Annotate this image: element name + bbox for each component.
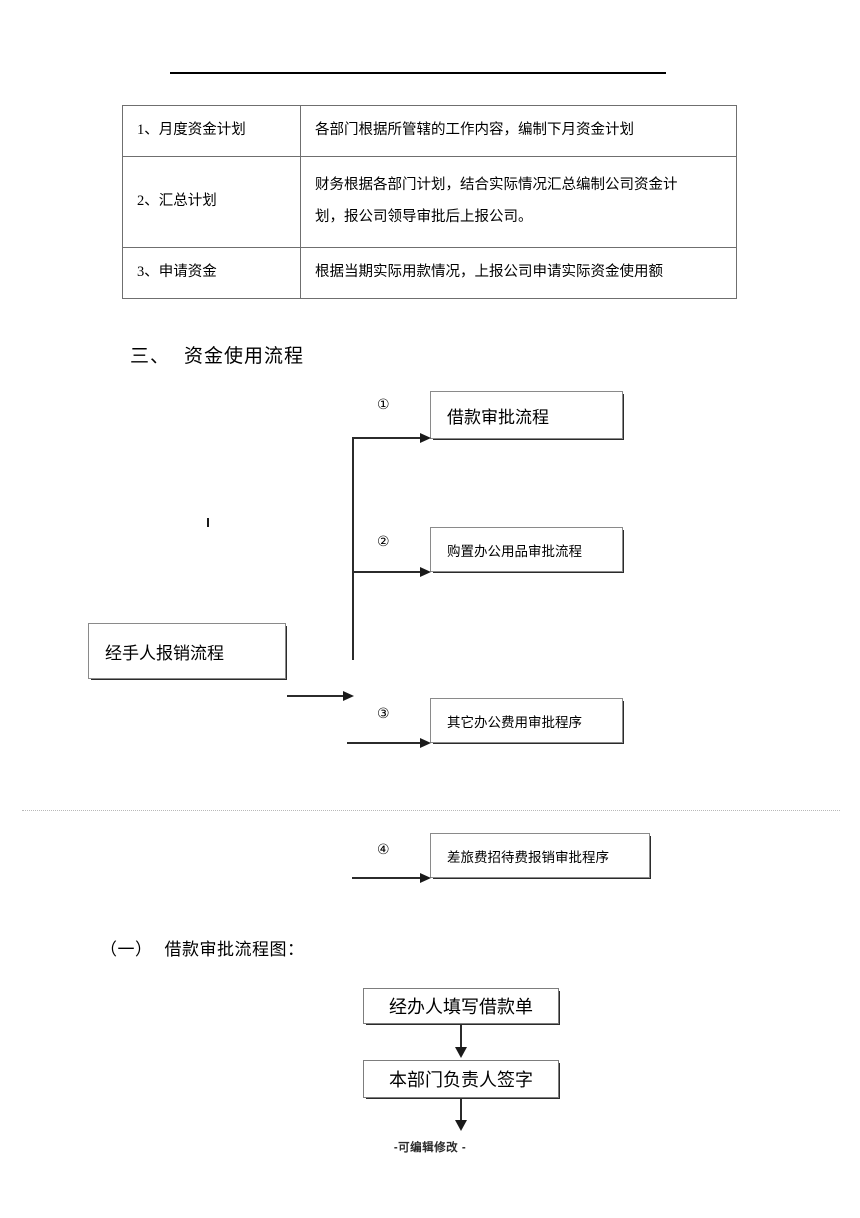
footer-note: -可编辑修改 -: [393, 1142, 467, 1154]
subsection-title: 借款审批流程图：: [164, 940, 305, 959]
arrowhead-origin-out: [343, 691, 354, 701]
table-cell-label: 2、汇总计划: [122, 155, 301, 248]
flow-box-branch-4: 差旅费招待费报销审批程序: [430, 833, 650, 878]
branch-marker-4: ④: [377, 842, 390, 858]
connector-branch-1: [352, 437, 422, 439]
connector-loan-1-to-2: [460, 1024, 462, 1049]
section-number: 三、: [130, 346, 171, 367]
table-row: 2、汇总计划 财务根据各部门计划，结合实际情况汇总编制公司资金计 划，报公司领导…: [122, 155, 737, 248]
connector-origin-out: [287, 695, 345, 697]
loan-flow-step-1: 经办人填写借款单: [363, 988, 559, 1024]
flow-box-branch-1: 借款审批流程: [430, 391, 623, 439]
arrowhead-branch-3: [420, 738, 431, 748]
subsection-heading: （一） 借款审批流程图：: [100, 935, 305, 960]
branch-marker-3: ③: [377, 706, 390, 722]
connector-loan-2-out: [460, 1098, 462, 1122]
cell-text-line: 各部门根据所管辖的工作内容，编制下月资金计划: [315, 122, 634, 138]
flow-box-branch-2: 购置办公用品审批流程: [430, 527, 623, 572]
cell-text-line: 划，报公司领导审批后上报公司。: [315, 208, 533, 225]
table-cell-description: 财务根据各部门计划，结合实际情况汇总编制公司资金计 划，报公司领导审批后上报公司…: [300, 155, 737, 248]
arrowhead-branch-1: [420, 433, 431, 443]
cell-text-line: 财务根据各部门计划，结合实际情况汇总编制公司资金计: [315, 177, 678, 193]
funding-plan-table: 1、月度资金计划 各部门根据所管辖的工作内容，编制下月资金计划 2、汇总计划 财…: [122, 105, 737, 299]
arrowhead-loan-1-to-2: [455, 1047, 467, 1058]
branch-marker-1: ①: [377, 397, 390, 413]
page-break-rule: [22, 810, 840, 811]
flow-box-origin: 经手人报销流程: [88, 623, 286, 679]
top-horizontal-rule: [170, 72, 666, 74]
table-cell-description: 各部门根据所管辖的工作内容，编制下月资金计划: [300, 105, 737, 157]
arrowhead-loan-2-out: [455, 1120, 467, 1131]
flow-box-branch-3: 其它办公费用审批程序: [430, 698, 623, 743]
stray-mark: [207, 518, 209, 527]
table-row: 1、月度资金计划 各部门根据所管辖的工作内容，编制下月资金计划: [122, 105, 737, 157]
section-heading: 三、资金使用流程: [130, 341, 304, 368]
arrowhead-branch-4: [420, 873, 431, 883]
section-title: 资金使用流程: [184, 346, 305, 367]
subsection-number: （一）: [100, 940, 153, 959]
connector-branch-4: [352, 877, 422, 879]
table-cell-label: 1、月度资金计划: [122, 105, 301, 157]
branch-marker-2: ②: [377, 534, 390, 550]
connector-branch-2: [352, 571, 422, 573]
arrowhead-branch-2: [420, 567, 431, 577]
cell-text-line: 根据当期实际用款情况，上报公司申请实际资金使用额: [315, 263, 663, 280]
connector-vertical-trunk: [352, 437, 354, 660]
table-cell-label: 3、申请资金: [122, 246, 301, 299]
table-cell-description: 根据当期实际用款情况，上报公司申请实际资金使用额: [300, 246, 737, 299]
connector-branch-3: [347, 742, 422, 744]
table-row: 3、申请资金 根据当期实际用款情况，上报公司申请实际资金使用额: [122, 246, 737, 299]
loan-flow-step-2: 本部门负责人签字: [363, 1060, 559, 1098]
